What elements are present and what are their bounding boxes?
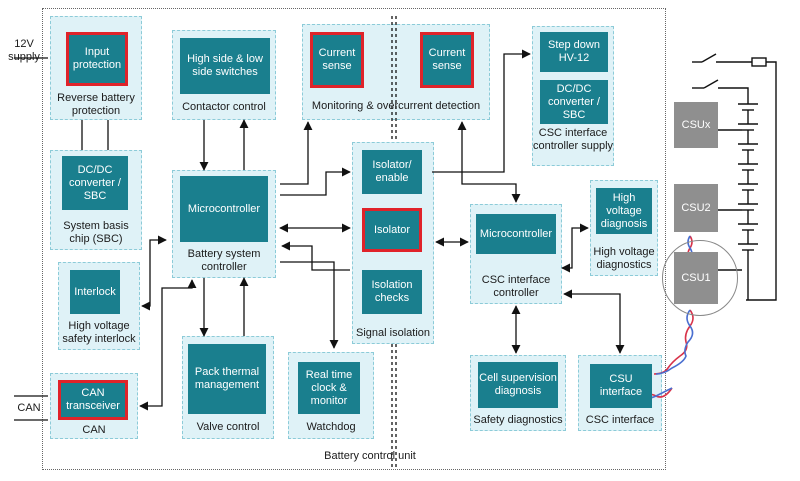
dcdc-sbc-block: DC/DC converter / SBC [62,156,128,210]
rtc-monitor-block: Real time clock & monitor [298,362,360,414]
isolator-enable-block: Isolator/ enable [362,150,422,194]
csu-interface-block: CSU interface [590,364,652,408]
sbc-label: System basis chip (SBC) [63,220,129,245]
hv-diagnosis-block: High voltage diagnosis [596,188,652,234]
interlock-block: Interlock [70,270,120,314]
cell-supervision-block: Cell supervision diagnosis [478,362,558,408]
csu-x-module: CSUx [674,102,718,148]
can-external-label: CAN [17,402,41,414]
csc-supply-label: CSC interface controller supply [532,127,614,152]
microcontroller-csc-block: Microcontroller [476,214,556,254]
step-down-block: Step down HV-12 [540,32,608,72]
contactor-label: Contactor control [182,101,266,113]
current-sense-2-block: Current sense [420,32,474,88]
reverse-battery-label: Reverse battery protection [57,92,135,117]
hv-interlock-label: High voltage safety interlock [62,320,136,345]
battery-control-unit-label: Battery control unit [324,450,416,462]
pack-thermal-block: Pack thermal management [188,344,266,414]
bsc-label: Battery system controller [187,248,261,273]
input-protection-block: Input protection [66,32,128,86]
watchdog-label: Watchdog [306,421,356,433]
supply-label: 12V supply [8,38,40,63]
current-sense-1-block: Current sense [310,32,364,88]
csu-1-highlight-ring [662,240,738,316]
isolation-checks-block: Isolation checks [362,270,422,314]
csu-1-module: CSU1 [674,252,718,304]
isolator-block: Isolator [362,208,422,252]
csc-controller-label: CSC interface controller [481,274,551,299]
dcdc-sbc-2-block: DC/DC converter / SBC [540,80,608,124]
safety-diagnostics-label: Safety diagnostics [473,414,563,426]
csu-2-module: CSU2 [674,184,718,232]
hs-ls-switches-block: High side & low side switches [180,38,270,94]
monitoring-label: Monitoring & overcurrent detection [311,100,481,112]
valve-label: Valve control [196,421,260,433]
can-group-label: CAN [82,424,106,436]
battery-control-unit-border [42,8,666,470]
hv-diagnostics-label: High voltage diagnostics [593,246,655,271]
signal-isolation-label: Signal isolation [356,327,430,339]
csc-interface-label: CSC interface [585,414,655,426]
can-transceiver-block: CAN transceiver [58,380,128,420]
microcontroller-main-block: Microcontroller [180,176,268,242]
